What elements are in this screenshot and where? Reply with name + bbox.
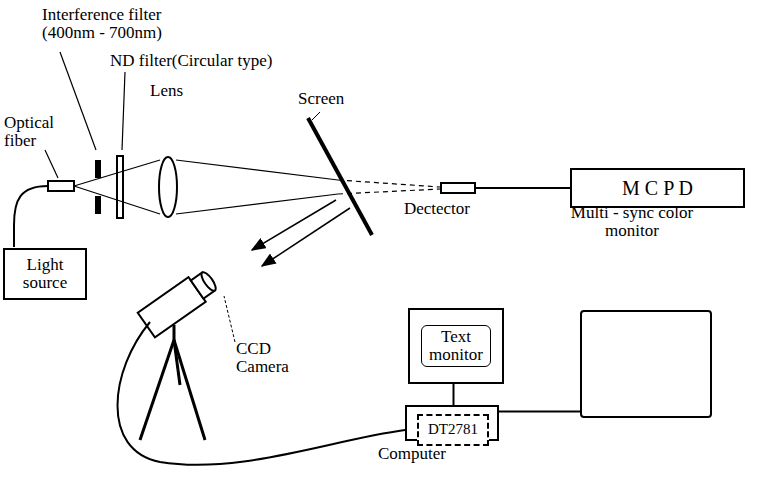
node-text: Multi - sync color monitor xyxy=(568,204,696,240)
part-label: Lens xyxy=(150,82,183,100)
nd-filter xyxy=(117,156,123,218)
camera-cable xyxy=(118,322,406,465)
ccd-camera xyxy=(138,267,235,440)
light-ray xyxy=(176,160,338,180)
connector-line xyxy=(476,187,570,189)
light-ray-dashed xyxy=(338,189,440,194)
connector-line xyxy=(453,384,455,405)
leader-line xyxy=(122,72,125,150)
light-ray xyxy=(74,160,160,186)
leader-line xyxy=(312,112,320,120)
node-text: Dectector xyxy=(404,200,470,218)
light-ray xyxy=(74,186,160,214)
monitor-box: Multi - sync color monitor xyxy=(580,310,712,418)
light-ray xyxy=(176,194,338,214)
interference-filter xyxy=(95,160,101,178)
screen xyxy=(308,118,372,235)
source-box: Light source xyxy=(3,248,87,300)
node-text: DT2781 xyxy=(424,420,482,440)
card-box: DT2781 xyxy=(417,414,489,446)
fiber-connector xyxy=(48,181,74,191)
node-text: Light source xyxy=(5,254,85,294)
leader-line xyxy=(45,150,58,178)
computer-box: ComputerDT2781 xyxy=(405,405,499,441)
part-label: Interference filter (400nm - 700nm) xyxy=(42,6,182,42)
part-label: CCD Camera xyxy=(236,340,298,376)
detector-box: Dectector xyxy=(440,182,476,194)
part-label: Screen xyxy=(298,90,344,108)
optical-fiber xyxy=(14,186,48,247)
light-ray-dashed xyxy=(338,180,440,187)
node-text: Computer xyxy=(367,445,457,463)
connector-line xyxy=(499,411,580,413)
interference-filter xyxy=(95,196,101,214)
part-label: ND filter(Circular type) xyxy=(110,52,272,70)
node-text: Text monitor xyxy=(421,325,491,367)
leader-line xyxy=(60,52,96,150)
mcpd-box: M C P D xyxy=(570,168,745,208)
reflected-ray xyxy=(262,208,350,266)
node-text: M C P D xyxy=(618,176,697,201)
part-label: Optical fiber xyxy=(4,114,74,150)
monitor-box: Text monitor xyxy=(408,308,504,384)
lens xyxy=(159,157,177,217)
